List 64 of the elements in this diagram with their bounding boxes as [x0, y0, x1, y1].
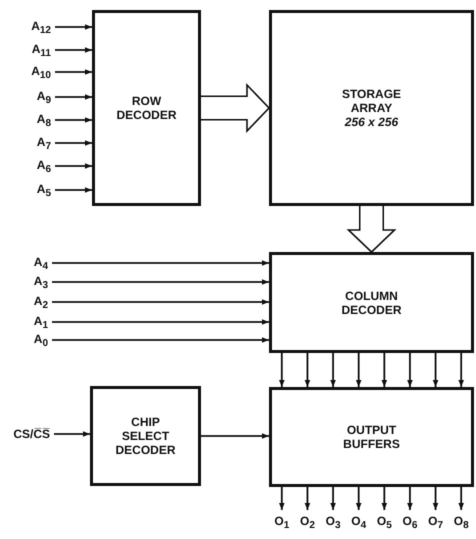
signal-arrow — [458, 487, 464, 510]
signal-label: A$_{2}$ — [18, 293, 48, 311]
signal-arrow — [52, 319, 269, 325]
block-box — [269, 10, 474, 206]
signal-label: A$_{0}$ — [18, 331, 48, 349]
signal-label: A$_{12}$ — [18, 18, 51, 36]
signal-label: O$_{2}$ — [296, 513, 318, 531]
signal-arrow — [55, 163, 92, 169]
signal-arrow — [330, 487, 336, 510]
signal-label: O$_{8}$ — [450, 513, 472, 531]
signal-arrow — [55, 94, 92, 100]
block-box — [269, 387, 474, 487]
signal-arrow — [54, 431, 90, 437]
block-title: COLUMN DECODER — [340, 288, 402, 316]
signal-label: O$_{1}$ — [270, 513, 293, 531]
signal-arrow — [52, 299, 269, 305]
signal-arrow — [458, 353, 464, 387]
signal-arrow — [55, 24, 92, 30]
signal-label: CS/C̅S̅ — [4, 425, 50, 443]
signal-label: A$_{3}$ — [18, 273, 48, 291]
signal-label: A$_{11}$ — [18, 41, 51, 59]
signal-label: A$_{1}$ — [18, 313, 48, 331]
signal-arrow — [55, 140, 92, 146]
signal-label: O$_{6}$ — [398, 513, 421, 531]
signal-label: A$_{8}$ — [18, 111, 51, 129]
signal-arrow — [330, 353, 336, 387]
signal-arrow — [52, 337, 269, 343]
signal-arrow — [55, 117, 92, 123]
signal-label: A$_{10}$ — [18, 63, 51, 81]
block-size: 256 x 256 — [344, 114, 398, 130]
signal-arrow — [432, 487, 438, 510]
signal-arrow — [407, 487, 413, 510]
signal-arrow — [55, 187, 92, 193]
signal-arrow — [201, 433, 269, 439]
signal-arrow — [356, 487, 362, 510]
signal-arrow — [382, 487, 388, 510]
signal-arrow — [52, 260, 269, 266]
block-title: OUTPUT BUFFERS — [342, 423, 401, 451]
signal-label: A$_{6}$ — [18, 157, 51, 175]
block-title: STORAGE ARRAY — [340, 86, 402, 114]
signal-arrow — [55, 69, 92, 75]
signal-label: O$_{3}$ — [322, 513, 344, 531]
block-box — [90, 386, 201, 486]
signal-label: O$_{4}$ — [348, 513, 370, 531]
block-title: ROW DECODER — [115, 94, 178, 122]
block-title: CHIP SELECT DECODER — [114, 415, 176, 457]
signal-arrow — [279, 487, 285, 510]
signal-arrow — [304, 487, 310, 510]
signal-label: A$_{7}$ — [18, 134, 51, 152]
signal-label: A$_{5}$ — [18, 181, 51, 199]
signal-label: A$_{9}$ — [18, 88, 51, 106]
signal-arrow — [407, 353, 413, 387]
block-box — [269, 252, 474, 353]
signal-label: A$_{4}$ — [18, 254, 48, 272]
signal-arrow — [382, 353, 388, 387]
signal-arrow — [52, 279, 269, 285]
signal-arrow — [356, 353, 362, 387]
signal-label: O$_{5}$ — [373, 513, 396, 531]
signal-arrow — [304, 353, 310, 387]
signal-label: O$_{7}$ — [424, 513, 447, 531]
block-box — [92, 10, 201, 206]
signal-arrow — [432, 353, 438, 387]
signal-arrow — [279, 353, 285, 387]
signal-arrow — [55, 47, 92, 53]
